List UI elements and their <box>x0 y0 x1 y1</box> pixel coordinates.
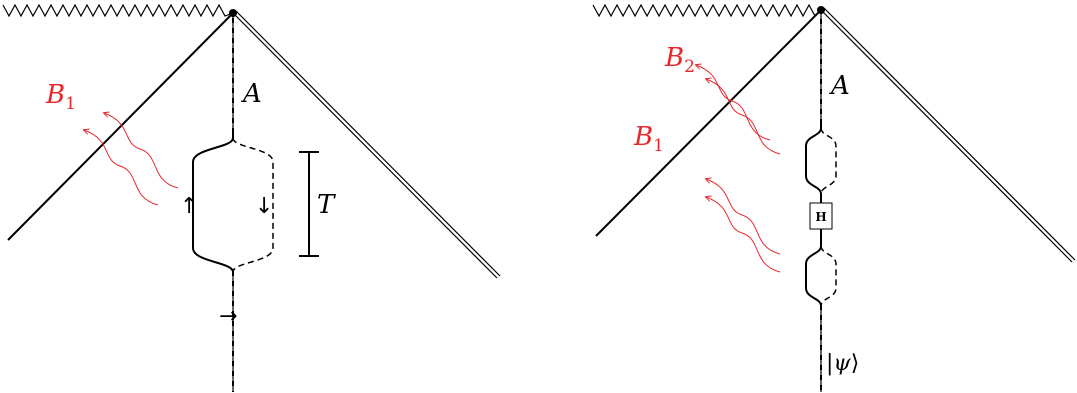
boundary-line-2 <box>235 10 501 277</box>
upper-loop-dashed <box>820 127 837 195</box>
boundary-line <box>820 9 1073 263</box>
label-b1: B1 <box>633 122 664 156</box>
horizon-line <box>7 12 234 241</box>
upper-loop-solid <box>805 122 822 195</box>
radiation-wave <box>706 79 781 155</box>
label-a: A <box>829 71 850 101</box>
horizon-line <box>595 9 822 237</box>
radiation-wave <box>696 65 771 141</box>
label-t: T <box>317 190 336 220</box>
singularity-zigzag <box>592 3 822 18</box>
radiation-wave <box>706 197 781 273</box>
radiation-wave <box>706 179 781 255</box>
label-b2: B2 <box>664 43 695 77</box>
label-a: A <box>241 79 262 109</box>
boundary-line <box>232 12 498 279</box>
junction-dot <box>817 6 825 14</box>
lower-loop-solid <box>805 240 822 307</box>
loop-dashed <box>232 137 274 273</box>
gate-label: H <box>815 210 826 224</box>
ket-psi: |ψ⟩ <box>826 351 859 376</box>
arrow-right-icon: → <box>219 304 237 329</box>
singularity-zigzag <box>2 3 234 18</box>
junction-dot <box>229 9 237 17</box>
arrow-down-icon: ↓ <box>255 194 273 219</box>
right-panel: H B2 B1 A |ψ⟩ <box>592 3 1076 392</box>
label-b1: B1 <box>45 80 76 114</box>
loop-solid <box>192 130 234 273</box>
left-panel: B1 A T ↑ ↓ → <box>2 3 501 392</box>
boundary-line-2 <box>823 7 1076 261</box>
radiation-wave <box>84 130 159 206</box>
radiation-wave <box>104 113 179 189</box>
lower-loop-dashed <box>820 245 837 307</box>
arrow-up-icon: ↑ <box>180 194 198 219</box>
